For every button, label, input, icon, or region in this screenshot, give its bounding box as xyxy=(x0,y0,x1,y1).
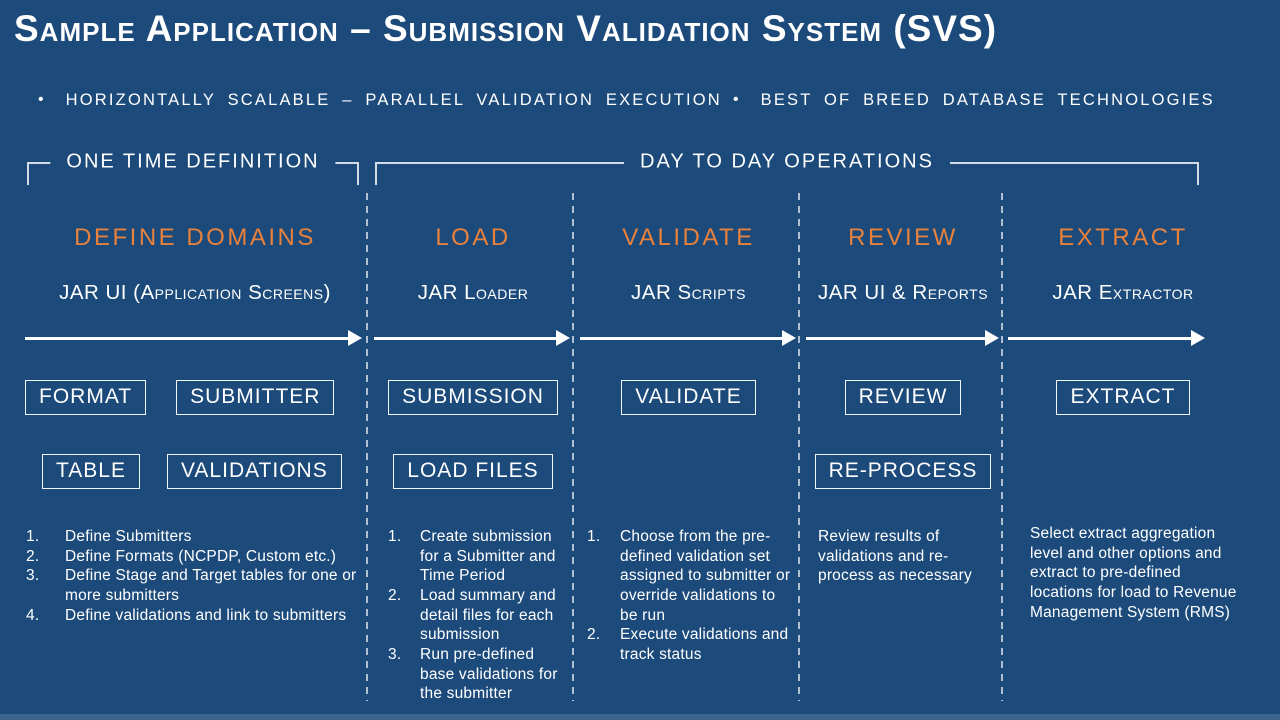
column-subheader: JAR Scripts xyxy=(631,281,746,304)
bullet-text: HORIZONTALLY SCALABLE – PARALLEL VALIDAT… xyxy=(65,91,722,109)
item-text: Define Submitters xyxy=(65,528,192,545)
step-box-table: TABLE xyxy=(42,454,140,489)
step-box-review: REVIEW xyxy=(844,380,962,415)
step-box-load-files: LOAD FILES xyxy=(393,454,553,489)
item-text: Review results of validations and re-pro… xyxy=(818,528,972,585)
column-header: VALIDATE xyxy=(622,224,755,251)
section-label-one-time: ONE TIME DEFINITION xyxy=(50,150,336,174)
item-number: 3. xyxy=(388,646,402,664)
item-text: Execute validations and track status xyxy=(620,626,789,664)
item-number: 4. xyxy=(26,606,40,624)
flow-arrow-icon xyxy=(374,330,570,346)
list-item: 3. Define Stage and Target tables for on… xyxy=(25,566,365,605)
list-item: 1. Create submission for a Submitter and… xyxy=(375,527,569,586)
column-separator xyxy=(366,193,368,701)
item-number: 1. xyxy=(26,528,40,545)
task-list: 1. Define Submitters 2. Define Formats (… xyxy=(25,527,365,625)
item-text: Select extract aggregation level and oth… xyxy=(1030,525,1237,621)
list-item: 1. Choose from the pre-defined validatio… xyxy=(581,527,794,625)
item-number: 2. xyxy=(587,626,601,644)
item-text: Define Formats (NCPDP, Custom etc.) xyxy=(65,547,337,565)
task-list: Review results of validations and re-pro… xyxy=(806,527,1000,586)
item-text: Define validations and link to submitter… xyxy=(65,606,347,624)
flow-arrow-icon xyxy=(580,330,796,346)
list-item: 4. Define validations and link to submit… xyxy=(25,606,365,626)
column-load: LOAD JAR Loader SUBMISSION LOAD FILES 1.… xyxy=(375,0,571,720)
column-subheader: JAR UI & Reports xyxy=(817,281,989,304)
step-box-submitter: SUBMITTER xyxy=(176,380,335,415)
item-text: Define Stage and Target tables for one o… xyxy=(65,567,357,605)
item-number: 2. xyxy=(388,587,402,605)
slide-title: Sample Application – Submission Validati… xyxy=(14,8,998,49)
column-header: REVIEW xyxy=(848,224,958,251)
item-number: 1. xyxy=(587,528,601,545)
step-box-validations: VALIDATIONS xyxy=(166,454,342,489)
column-subheader: JAR UI (Application Screens) xyxy=(59,281,331,304)
column-separator xyxy=(1001,193,1003,701)
task-list: 1. Choose from the pre-defined validatio… xyxy=(581,527,796,665)
step-box-re-process: RE-PROCESS xyxy=(814,454,992,489)
flow-arrow-icon xyxy=(806,330,999,346)
item-text: Load summary and detail files for each s… xyxy=(420,587,556,644)
step-box-extract: EXTRACT xyxy=(1056,380,1190,415)
item-number: 2. xyxy=(26,547,40,565)
task-list: 1. Create submission for a Submitter and… xyxy=(375,527,571,704)
column-separator xyxy=(572,193,574,701)
section-bracket-day-to-day: DAY TO DAY OPERATIONS xyxy=(375,150,1199,185)
item-text: Run pre-defined base validations for the… xyxy=(420,646,558,703)
column-header: EXTRACT xyxy=(1058,224,1188,251)
column-extract: EXTRACT JAR Extractor EXTRACT Select ext… xyxy=(1008,0,1238,720)
slide-bottom-edge xyxy=(0,714,1280,720)
bullet-dot-icon: • xyxy=(38,91,44,108)
flow-arrow-icon xyxy=(1008,330,1205,346)
task-list: Select extract aggregation level and oth… xyxy=(1008,524,1238,622)
bullet-item: • BEST OF BREED DATABASE TECHNOLOGIES xyxy=(733,90,1215,110)
step-box-format: FORMAT xyxy=(25,380,147,415)
list-item: 3. Run pre-defined base validations for … xyxy=(375,645,569,704)
column-validate: VALIDATE JAR Scripts VALIDATE 1. Choose … xyxy=(581,0,796,720)
item-text: Choose from the pre-defined validation s… xyxy=(620,528,791,624)
bullet-item: • HORIZONTALLY SCALABLE – PARALLEL VALID… xyxy=(38,90,722,110)
item-number: 3. xyxy=(26,567,40,585)
section-bracket-one-time: ONE TIME DEFINITION xyxy=(27,150,359,185)
list-item: 2. Define Formats (NCPDP, Custom etc.) xyxy=(25,547,365,567)
list-item: 2. Load summary and detail files for eac… xyxy=(375,586,569,645)
bullet-dot-icon: • xyxy=(733,91,739,108)
column-header: DEFINE DOMAINS xyxy=(74,224,316,251)
list-item: 1. Define Submitters xyxy=(25,527,365,547)
bullet-text: BEST OF BREED DATABASE TECHNOLOGIES xyxy=(760,91,1215,109)
list-item: 2. Execute validations and track status xyxy=(581,625,794,664)
column-subheader: JAR Loader xyxy=(417,281,529,304)
step-box-submission: SUBMISSION xyxy=(388,380,558,415)
column-review: REVIEW JAR UI & Reports REVIEW RE-PROCES… xyxy=(806,0,1000,720)
column-header: LOAD xyxy=(435,224,511,251)
column-define-domains: DEFINE DOMAINS JAR UI (Application Scree… xyxy=(25,0,365,720)
flow-arrow-icon xyxy=(25,330,362,346)
column-separator xyxy=(798,193,800,701)
column-subheader: JAR Extractor xyxy=(1052,281,1194,304)
step-box-validate: VALIDATE xyxy=(621,380,756,415)
item-number: 1. xyxy=(388,528,402,545)
item-text: Create submission for a Submitter and Ti… xyxy=(420,528,556,585)
section-label-day-to-day: DAY TO DAY OPERATIONS xyxy=(624,150,950,174)
